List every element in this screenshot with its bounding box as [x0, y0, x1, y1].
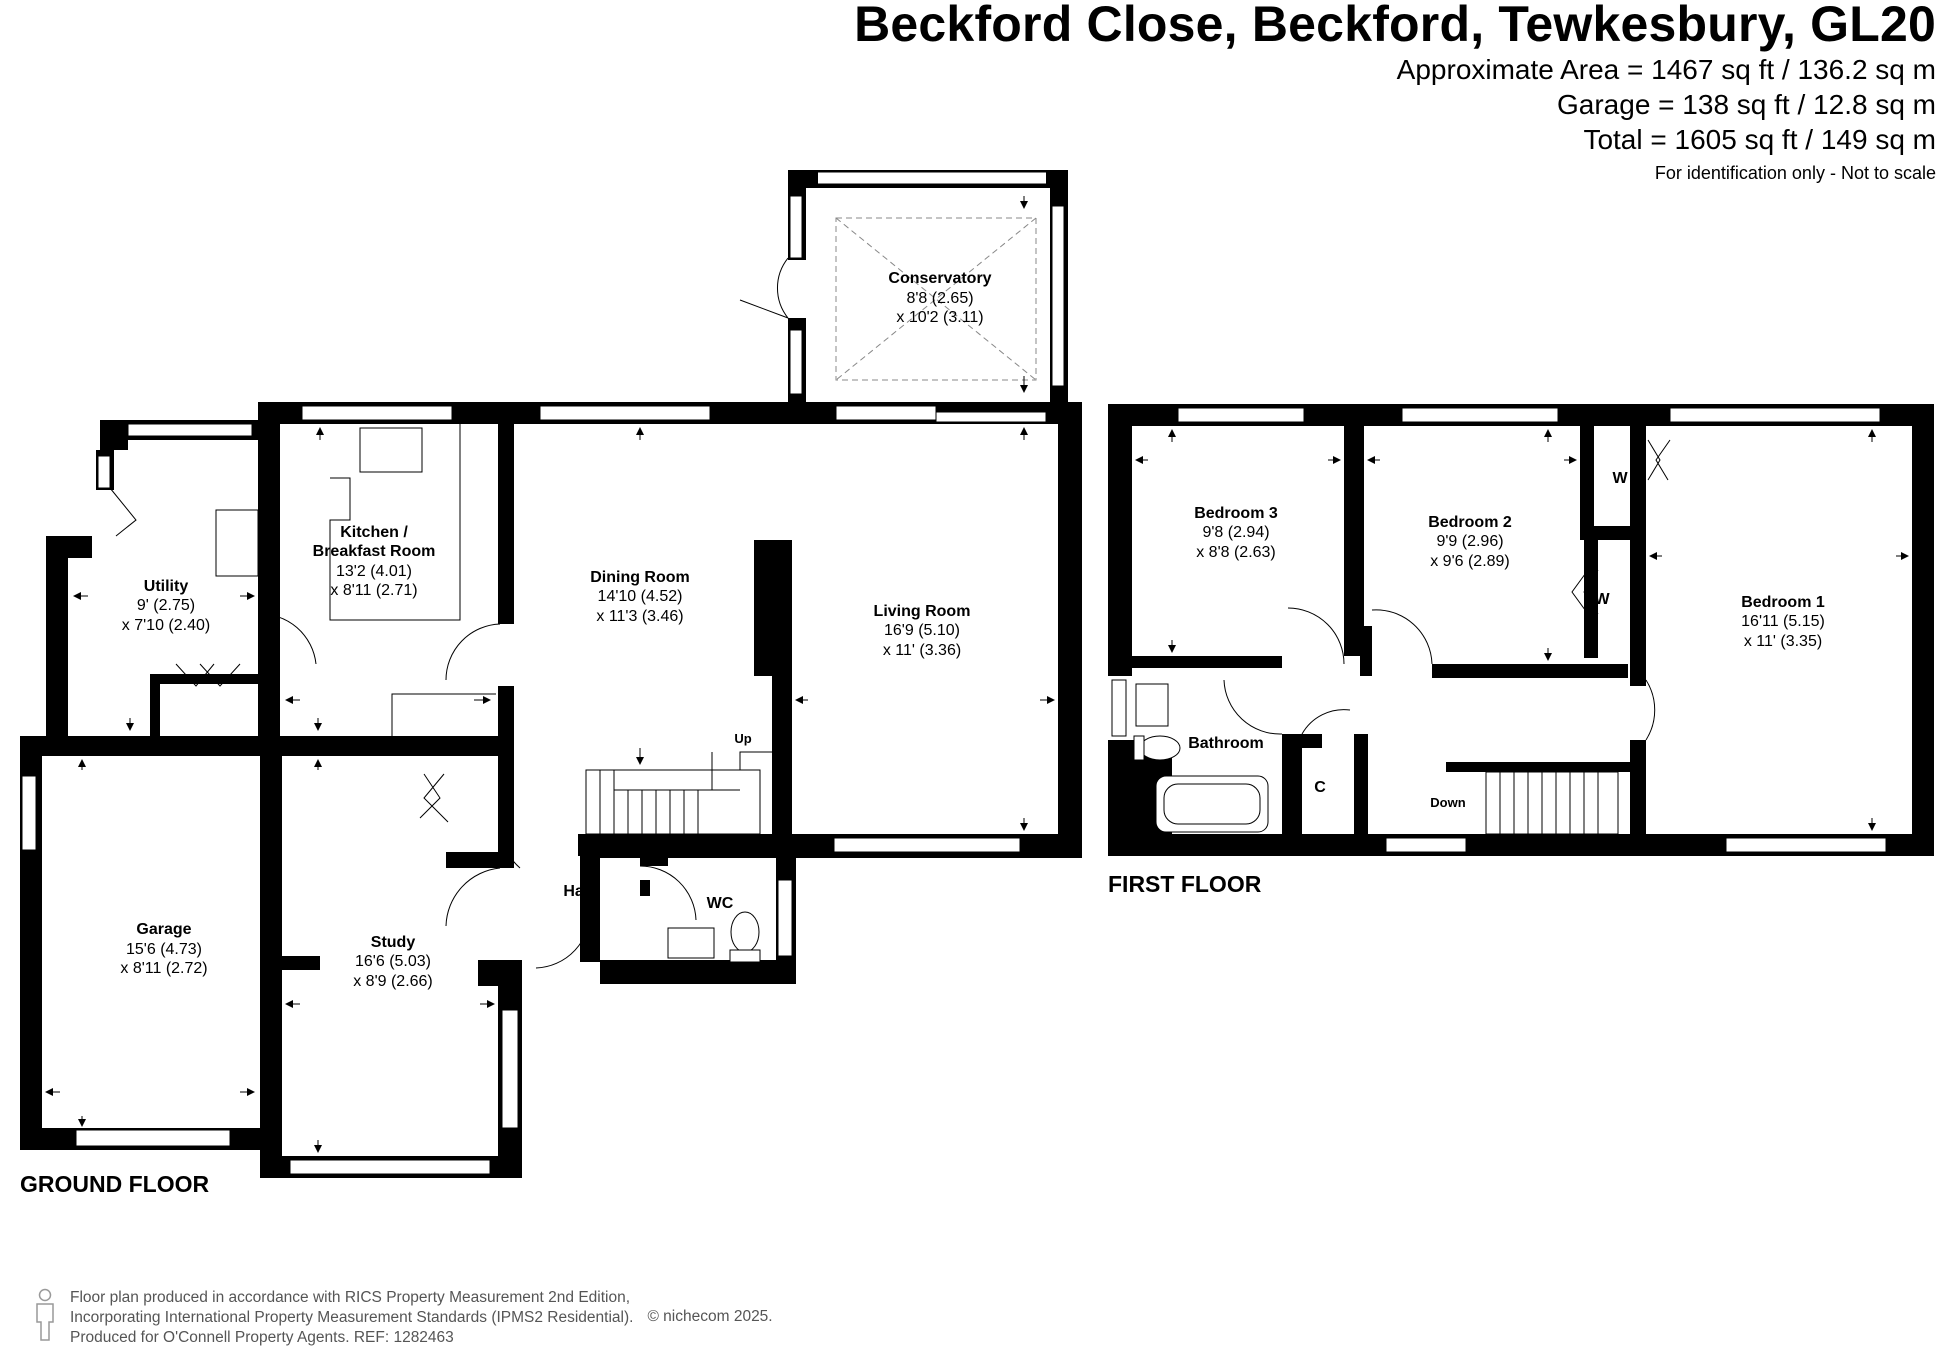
identification-note: For identification only - Not to scale	[1654, 163, 1936, 183]
hall-name: Hall	[563, 883, 592, 900]
ground-room-labels: Conservatory 8'8 (2.65) x 10'2 (3.11) Ki…	[120, 270, 991, 990]
person-scale-icon	[36, 1288, 54, 1341]
total-area: Total = 1605 sq ft / 149 sq m	[1583, 124, 1936, 155]
conservatory-dim1: 8'8 (2.65)	[906, 290, 973, 307]
living-name: Living Room	[874, 603, 971, 620]
kitchen-name-1: Kitchen /	[340, 524, 408, 541]
garage-area: Garage = 138 sq ft / 12.8 sq m	[1557, 89, 1936, 120]
header: Beckford Close, Beckford, Tewkesbury, GL…	[854, 0, 1936, 187]
ground-stairs	[585, 751, 772, 835]
utility-dim1: 9' (2.75)	[137, 597, 195, 614]
conservatory-name: Conservatory	[888, 270, 991, 287]
bedroom2-dim2: x 9'6 (2.89)	[1430, 553, 1510, 570]
dining-dim2: x 11'3 (3.46)	[596, 608, 683, 625]
utility-dim2: x 7'10 (2.40)	[122, 617, 210, 634]
kitchen-name-2: Breakfast Room	[313, 543, 436, 560]
bathroom-name: Bathroom	[1188, 735, 1264, 752]
bedroom1-dim2: x 11' (3.35)	[1744, 633, 1822, 650]
living-dim2: x 11' (3.36)	[883, 642, 961, 659]
garage-name: Garage	[136, 921, 191, 938]
first-floor: Bedroom 3 9'8 (2.94) x 8'8 (2.63) Bedroo…	[1108, 404, 1934, 897]
ground-floor: Conservatory 8'8 (2.65) x 10'2 (3.11) Ki…	[20, 170, 1082, 1197]
ground-dimension-arrows	[45, 427, 1055, 1153]
dining-name: Dining Room	[590, 569, 690, 586]
kitchen-dim1: 13'2 (4.01)	[336, 563, 412, 580]
kitchen-dim2: x 8'11 (2.71)	[330, 582, 417, 599]
ground-walls	[20, 402, 1082, 1178]
wardrobe2-name: W	[1594, 591, 1610, 608]
wardrobe1-name: W	[1612, 470, 1628, 487]
copyright: © nichecom 2025.	[647, 1308, 773, 1325]
conservatory	[739, 170, 1068, 402]
ground-floor-label: GROUND FLOOR	[20, 1171, 209, 1197]
approx-area: Approximate Area = 1467 sq ft / 136.2 sq…	[1396, 54, 1936, 85]
first-dimension-arrows	[1135, 429, 1909, 831]
bedroom1-dim1: 16'11 (5.15)	[1741, 613, 1825, 630]
first-stairs	[1485, 771, 1619, 835]
utility-name: Utility	[144, 578, 189, 595]
footer-line-3: Produced for O'Connell Property Agents. …	[70, 1329, 454, 1346]
bedroom3-dim2: x 8'8 (2.63)	[1196, 544, 1276, 561]
study-name: Study	[371, 934, 416, 951]
first-walls	[1108, 404, 1934, 856]
bedroom2-name: Bedroom 2	[1428, 514, 1512, 531]
stairs-up-label: Up	[734, 731, 751, 746]
study-dim1: 16'6 (5.03)	[355, 953, 431, 970]
stairs-down-label: Down	[1430, 795, 1465, 810]
bedroom3-name: Bedroom 3	[1194, 505, 1278, 522]
bedroom1-name: Bedroom 1	[1741, 594, 1825, 611]
property-title: Beckford Close, Beckford, Tewkesbury, GL…	[854, 0, 1936, 52]
wc-name: WC	[707, 895, 734, 912]
first-room-labels: Bedroom 3 9'8 (2.94) x 8'8 (2.63) Bedroo…	[1188, 470, 1825, 810]
bedroom2-dim1: 9'9 (2.96)	[1436, 533, 1503, 550]
footer-line-1: Floor plan produced in accordance with R…	[70, 1289, 631, 1306]
living-dim1: 16'9 (5.10)	[884, 622, 960, 639]
cupboard-name: C	[1314, 779, 1326, 796]
garage-dim1: 15'6 (4.73)	[126, 941, 202, 958]
study-dim2: x 8'9 (2.66)	[353, 973, 433, 990]
dining-dim1: 14'10 (4.52)	[598, 588, 683, 605]
footer-line-2: Incorporating International Property Mea…	[70, 1309, 634, 1326]
bedroom3-dim1: 9'8 (2.94)	[1202, 524, 1269, 541]
footer: Floor plan produced in accordance with R…	[30, 1288, 773, 1348]
first-floor-label: FIRST FLOOR	[1108, 871, 1262, 897]
garage-dim2: x 8'11 (2.72)	[120, 960, 207, 977]
conservatory-dim2: x 10'2 (3.11)	[896, 309, 983, 326]
